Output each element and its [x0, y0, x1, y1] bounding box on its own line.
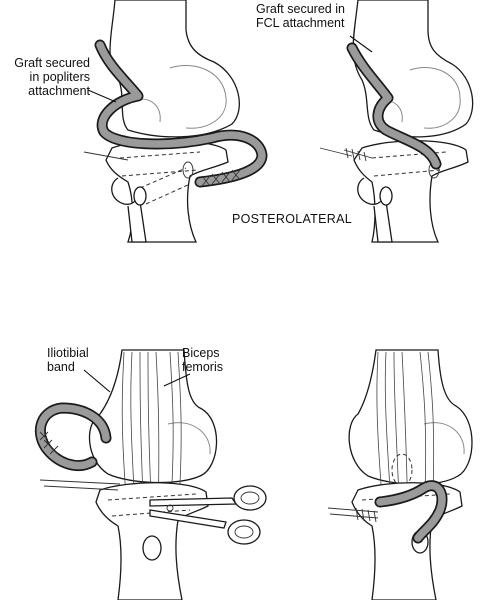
label-posterolateral: POSTEROLATERAL: [232, 212, 352, 226]
label-line: in popliters: [29, 70, 90, 84]
panel-top-left: [83, 0, 268, 243]
label-line: Biceps: [182, 346, 220, 360]
tibia: [353, 140, 469, 243]
graft-loop-bottom-left: [35, 402, 112, 471]
label-line: Graft secured: [14, 56, 90, 70]
label-line: band: [47, 360, 75, 374]
tibia: [105, 140, 229, 243]
label-line: Iliotibial: [47, 346, 89, 360]
surgical-forceps: [149, 485, 267, 545]
label-line: Graft secured in: [256, 2, 345, 16]
label-iliotibial-band: Iliotibial band: [47, 346, 89, 374]
femur: [348, 349, 473, 485]
panel-top-right: [319, 0, 474, 243]
label-biceps-femoris: Biceps femoris: [182, 346, 223, 374]
label-line: FCL attachment: [256, 16, 345, 30]
label-line: attachment: [28, 84, 90, 98]
graft-fcl-right: [346, 42, 442, 170]
label-line: femoris: [182, 360, 223, 374]
label-graft-popliteus: Graft secured in popliters attachment: [0, 56, 90, 98]
graft-bottom-right: [374, 480, 448, 544]
label-graft-fcl: Graft secured in FCL attachment: [256, 2, 345, 30]
panel-bottom-right: [327, 349, 473, 600]
panel-bottom-left: [35, 349, 267, 600]
graft-loop-left: [94, 39, 268, 188]
